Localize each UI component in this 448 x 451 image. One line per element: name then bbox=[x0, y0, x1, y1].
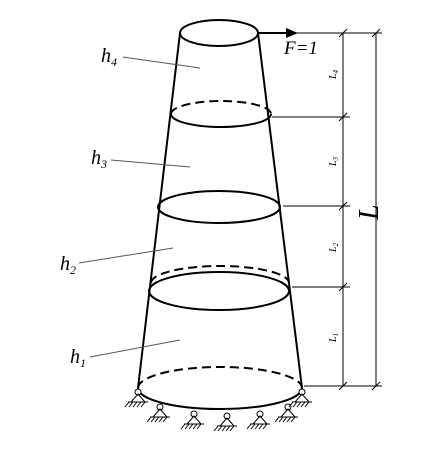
pin-support-icon bbox=[146, 403, 170, 423]
pin-support-icon bbox=[288, 388, 312, 408]
ring-4-back bbox=[170, 100, 272, 115]
ring-2-back bbox=[150, 265, 290, 284]
ring-1 bbox=[148, 271, 290, 311]
ring-4-front bbox=[170, 113, 272, 128]
thickness-label-h1: h1 bbox=[70, 346, 86, 370]
total-length-label: L bbox=[354, 204, 385, 221]
pin-support-icon bbox=[246, 410, 270, 430]
base-back bbox=[137, 366, 303, 389]
ring-3 bbox=[157, 190, 281, 224]
thickness-label-h3: h3 bbox=[91, 147, 107, 171]
segment-label-l4: L4 bbox=[328, 69, 340, 80]
segment-label-l3: L3 bbox=[328, 156, 340, 167]
dimension-lines bbox=[262, 28, 382, 391]
pin-support-icon bbox=[213, 412, 237, 432]
segment-label-l2: L2 bbox=[328, 242, 340, 253]
load-label: F=1 bbox=[283, 38, 318, 59]
thickness-leaders bbox=[78, 56, 201, 358]
base-supports bbox=[124, 388, 312, 432]
base-front bbox=[137, 387, 303, 410]
top-ellipse bbox=[179, 19, 259, 47]
thickness-label-h2: h2 bbox=[60, 253, 76, 277]
ring-2-front bbox=[151, 283, 289, 300]
pin-support-icon bbox=[180, 410, 204, 430]
right-edge bbox=[257, 32, 303, 389]
tower-shell bbox=[137, 19, 303, 410]
thickness-label-h4: h4 bbox=[101, 45, 117, 69]
pin-support-icon bbox=[124, 388, 148, 408]
pin-support-icon bbox=[274, 403, 298, 423]
segment-label-l1: L1 bbox=[328, 333, 340, 343]
